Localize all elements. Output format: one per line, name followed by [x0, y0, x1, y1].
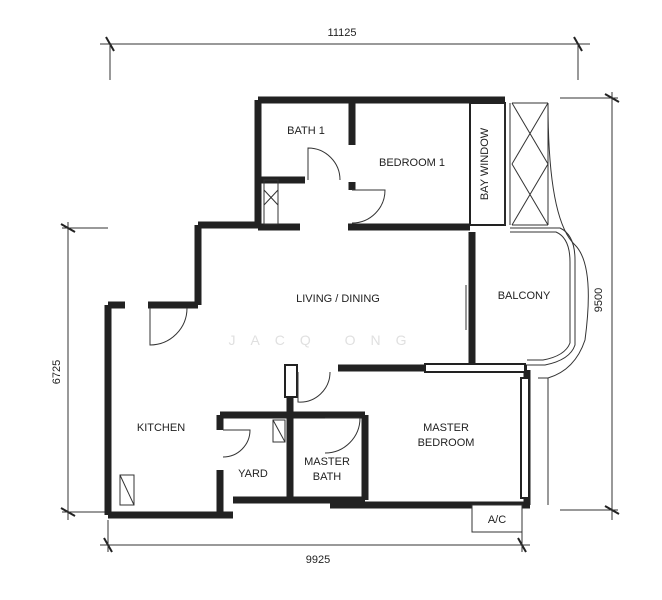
bay-window-label: BAY WINDOW [479, 127, 491, 200]
room-label-bedroom1: BEDROOM 1 [379, 157, 445, 169]
room-label-master-bath-line1: MASTER [304, 456, 350, 468]
bay-window: BAY WINDOW [469, 102, 549, 226]
outer-walls [104, 96, 531, 519]
dimension-top-label: 11125 [328, 27, 357, 39]
room-label-bath1: BATH 1 [287, 125, 325, 137]
dimension-left: 6725 [51, 222, 108, 520]
dimension-bottom: 9925 [100, 520, 530, 566]
room-label-yard: YARD [238, 468, 268, 480]
room-label-master-bedroom-line1: MASTER [423, 422, 469, 434]
dimension-bottom-label: 9925 [306, 554, 330, 566]
room-label-master-bath-line2: BATH [313, 471, 342, 483]
watermark: JACQ ONG [228, 332, 421, 348]
room-label-living-dining: LIVING / DINING [296, 293, 380, 305]
room-label-balcony: BALCONY [498, 290, 551, 302]
ac-ledge: A/C [471, 504, 523, 533]
dimension-right: 9500 [560, 92, 620, 520]
balcony-curve [510, 102, 589, 505]
room-label-kitchen: KITCHEN [137, 422, 185, 434]
dimension-right-label: 9500 [593, 288, 605, 312]
ac-label: A/C [488, 514, 506, 526]
doors [119, 147, 386, 506]
dimension-left-label: 6725 [51, 360, 63, 384]
room-label-master-bedroom-line2: BEDROOM [418, 437, 475, 449]
dimension-top: 11125 [100, 27, 590, 80]
